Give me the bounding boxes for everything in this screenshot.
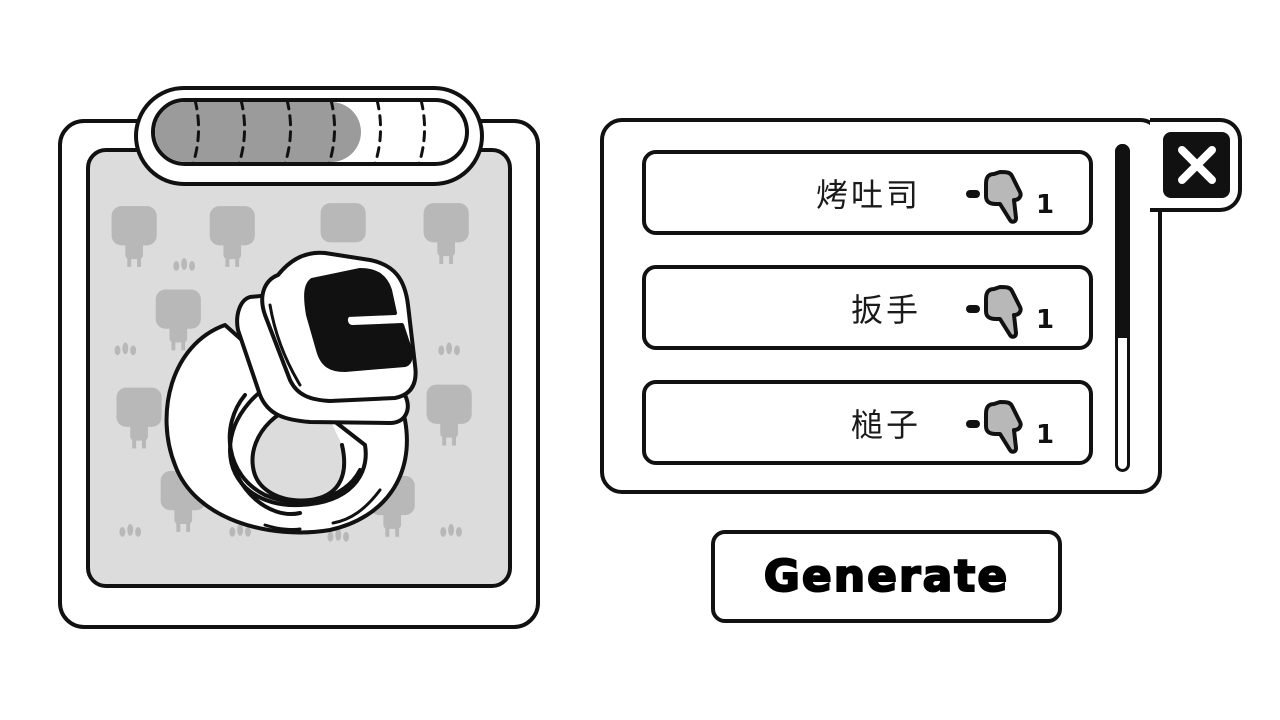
list-scrollbar[interactable] xyxy=(1115,144,1130,472)
energy-bolt-icon xyxy=(966,170,1023,224)
item-label: 扳手 xyxy=(850,290,921,329)
cost-value: 1 xyxy=(1036,190,1055,220)
progress-bar xyxy=(151,98,469,166)
item-label: 槌子 xyxy=(850,405,921,444)
cost-value: 1 xyxy=(1036,305,1055,335)
list-item-toast[interactable]: 烤吐司 1 xyxy=(642,150,1093,235)
list-item-wrench[interactable]: 扳手 1 xyxy=(642,265,1093,350)
item-label: 烤吐司 xyxy=(815,175,921,214)
list-item-hammer[interactable]: 槌子 1 xyxy=(642,380,1093,465)
energy-cost: 1 xyxy=(964,398,1064,454)
close-x-icon xyxy=(1177,146,1216,184)
progress-fill xyxy=(155,102,361,162)
generate-button[interactable]: Generate xyxy=(711,530,1062,623)
progress-segment-dividers xyxy=(192,102,427,162)
energy-cost: 1 xyxy=(964,283,1064,339)
generate-label: Generate xyxy=(763,550,1010,603)
energy-bolt-icon xyxy=(966,285,1023,339)
close-button[interactable] xyxy=(1163,132,1230,198)
energy-cost: 1 xyxy=(964,168,1064,224)
scrollbar-thumb[interactable] xyxy=(1115,144,1130,338)
cost-value: 1 xyxy=(1036,420,1055,450)
ring-scanner-device-icon xyxy=(164,250,418,535)
energy-bolt-icon xyxy=(966,400,1023,454)
